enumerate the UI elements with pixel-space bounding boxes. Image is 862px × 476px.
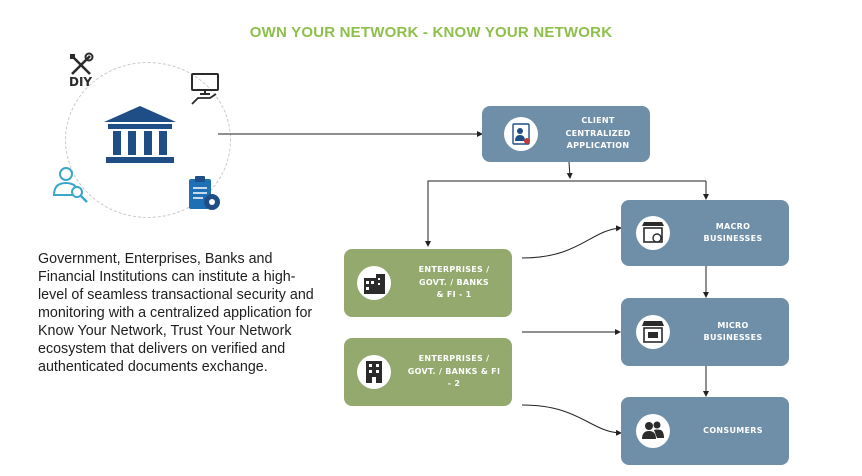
consumers-node: CONSUMERS [621,397,789,465]
enterprise1-label: ENTERPRISES / GOVT. / BANKS & FI - 1 [418,265,490,300]
city-building-icon [364,274,385,294]
enterprise2-label: ENTERPRISES / GOVT. / BANKS & FI - 2 [407,354,501,389]
micro-businesses-node: MICRO BUSINESSES [621,298,789,366]
client-application-node: CLIENT CENTRALIZED APPLICATION [482,106,650,162]
micro-icon-circle [636,315,670,349]
enterprise1-node: ENTERPRISES / GOVT. / BANKS & FI - 1 [344,249,512,317]
diy-label: DIY [69,75,93,89]
enterprise1-to-macro-curve [521,225,622,259]
tools-icon [70,52,94,75]
enterprise2-icon-circle [357,355,391,389]
users-icon [642,421,664,439]
client-icon-circle [504,117,538,151]
client-label: CLIENT CENTRALIZED APPLICATION [565,116,631,151]
monitor-hand-icon [191,73,219,105]
consumers-label: CONSUMERS [703,425,763,435]
split-to-enterprise1-arrow [425,180,706,247]
enterprise2-to-consumers-curve [521,404,622,436]
macro-icon-circle [636,216,670,250]
enterprise2-node: ENTERPRISES / GOVT. / BANKS & FI - 2 [344,338,512,406]
enterprise1-icon-circle [357,266,391,300]
page-title: OWN YOUR NETWORK - KNOW YOUR NETWORK [249,24,613,41]
description-text: Government, Enterprises, Banks and Finan… [38,251,314,375]
store-person-icon [642,222,664,243]
user-settings-icon [512,123,530,145]
bank-building-icon [104,106,176,163]
office-building-icon [366,361,382,383]
clipboard-icon [189,176,220,210]
store-icon [642,321,664,343]
person-search-icon [52,167,88,203]
hub-ring [65,62,231,218]
micro-label: MICRO BUSINESSES [703,320,763,343]
macro-label: MACRO BUSINESSES [703,221,763,244]
client-down-arrow [566,161,573,179]
consumers-icon-circle [636,414,670,448]
macro-businesses-node: MACRO BUSINESSES [621,200,789,266]
